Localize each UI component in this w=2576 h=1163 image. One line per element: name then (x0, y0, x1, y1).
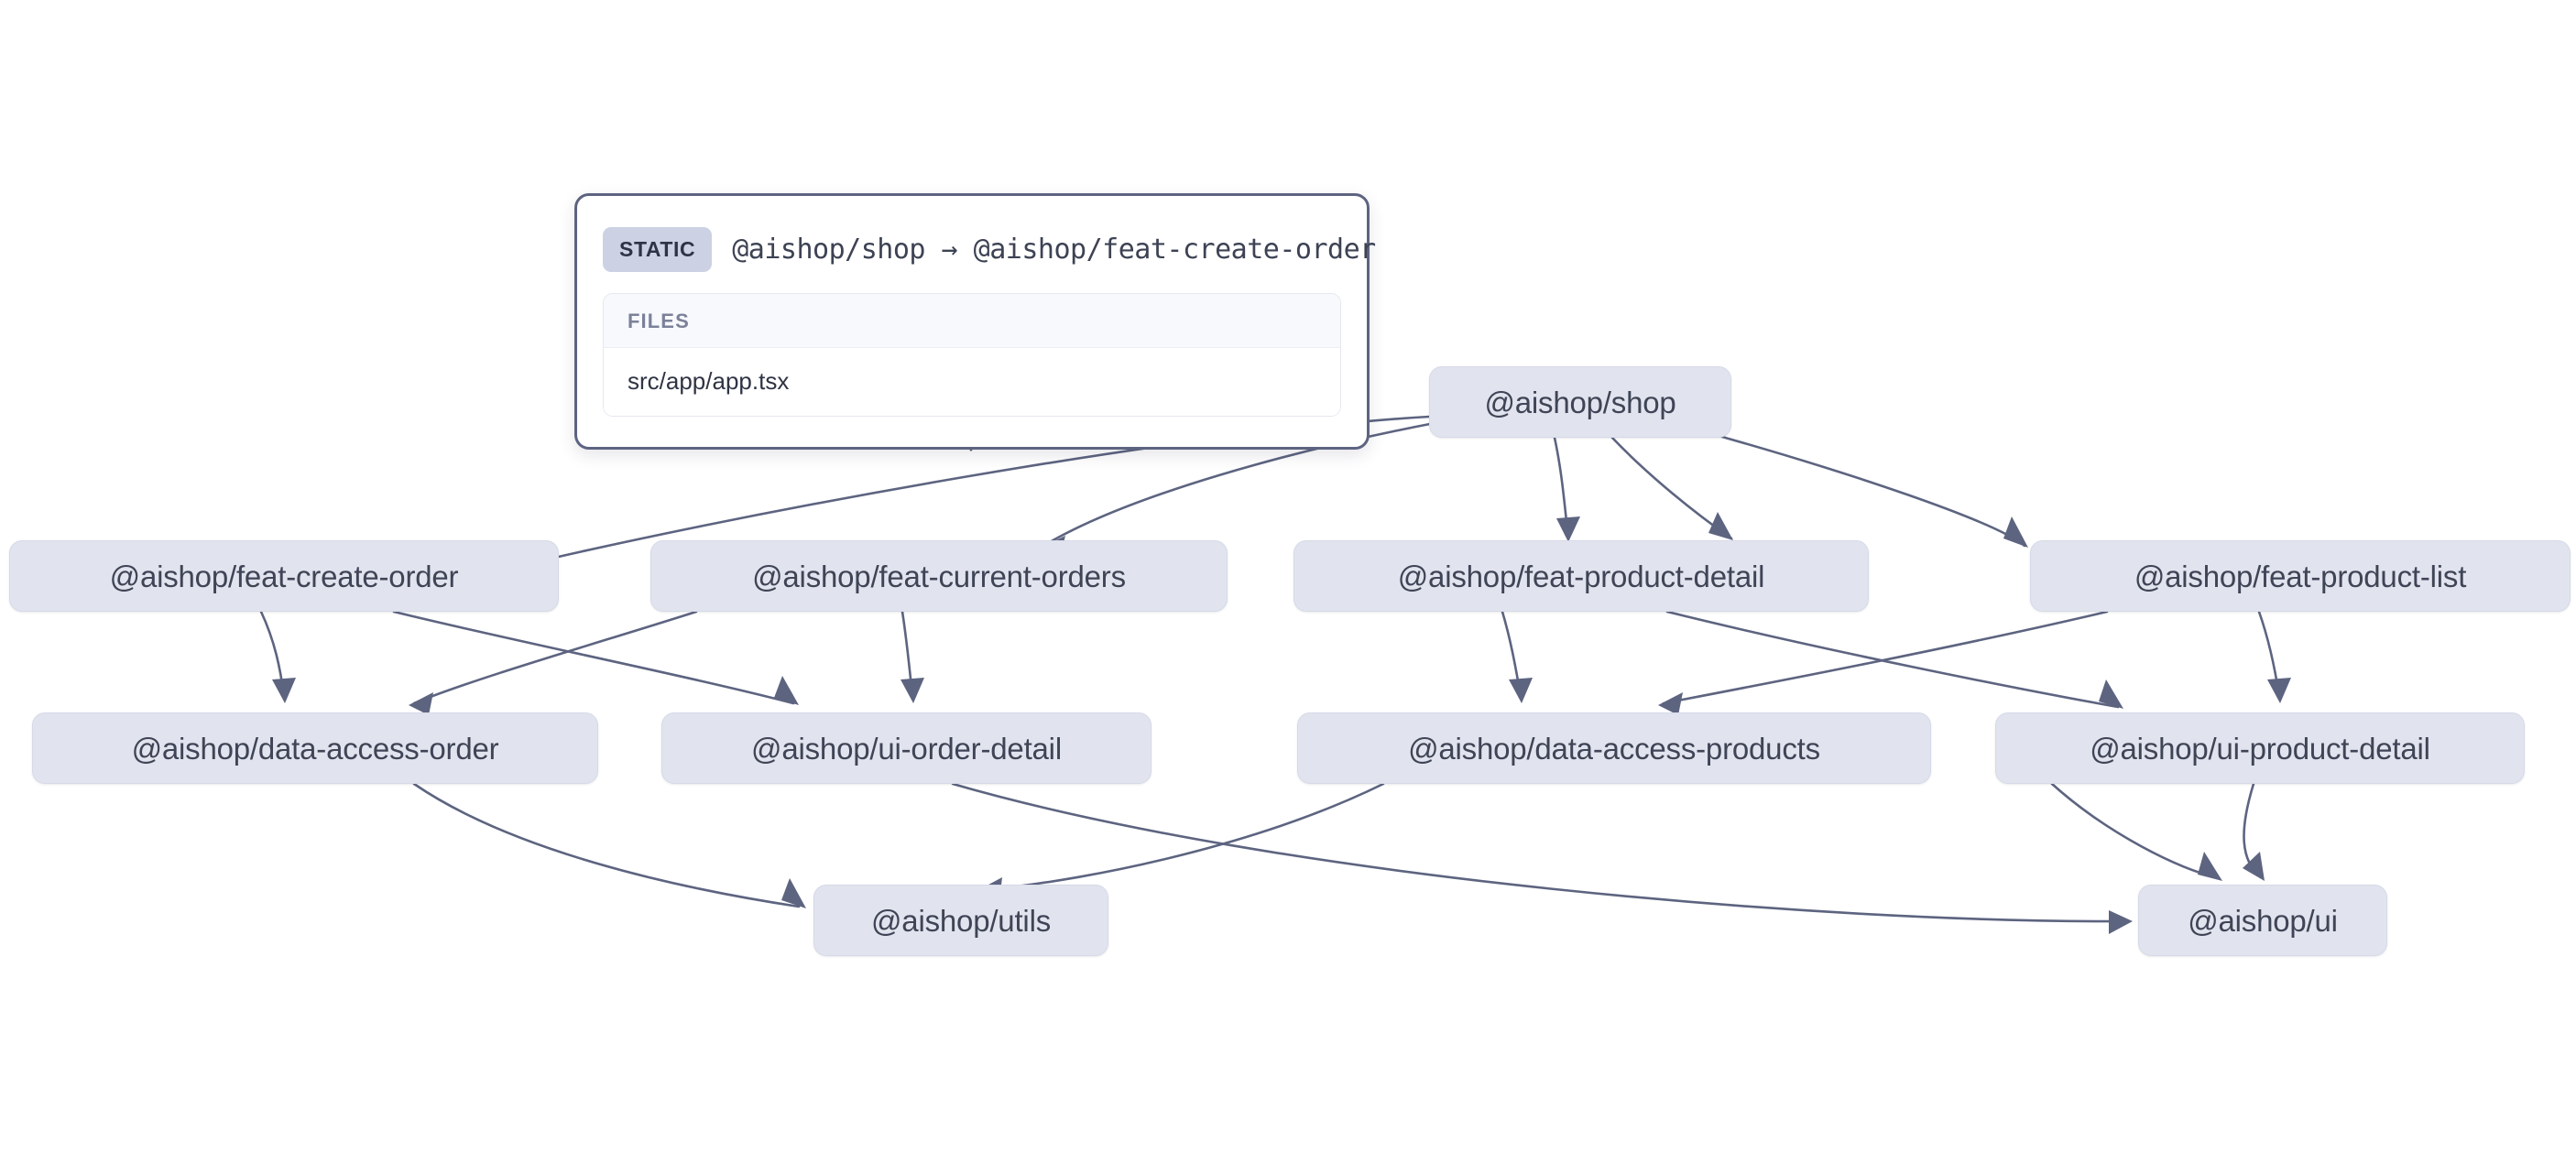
edge-detail-tooltip[interactable]: STATIC @aishop/shop → @aishop/feat-creat… (574, 193, 1376, 450)
files-panel: FILES src/app/app.tsx (603, 293, 1341, 417)
graph-node-label: @aishop/feat-product-detail (1397, 559, 1765, 593)
graph-edge-arrowhead-feat-product-detail-to-ui-product-detail (2099, 679, 2123, 709)
graph-edge-arrowhead-feat-product-detail-to-data-access-products (1509, 678, 1533, 703)
graph-node-feat-product-detail[interactable]: @aishop/feat-product-detail (1293, 540, 1869, 612)
graph-edge-shop-to-feat-product-detail-b (1610, 436, 1733, 540)
files-list: src/app/app.tsx (604, 348, 1340, 416)
graph-node-label: @aishop/feat-create-order (109, 559, 459, 593)
graph-edge-arrowhead-feat-current-orders-to-ui-order-detail (901, 678, 924, 703)
graph-edge-arrowhead-data-access-order-to-utils (781, 878, 806, 908)
graph-edge-feat-product-detail-to-ui-product-detail (1665, 610, 2120, 709)
graph-node-ui[interactable]: @aishop/ui (2138, 885, 2387, 956)
graph-node-label: @aishop/ui-order-detail (751, 731, 1062, 766)
graph-edge-arrowhead-ui-order-detail-to-ui (2109, 910, 2133, 934)
graph-node-feat-current-orders[interactable]: @aishop/feat-current-orders (650, 540, 1228, 612)
edge-type-badge: STATIC (603, 226, 713, 272)
graph-node-feat-product-list[interactable]: @aishop/feat-product-list (2030, 540, 2571, 612)
graph-node-ui-order-detail[interactable]: @aishop/ui-order-detail (661, 712, 1152, 784)
graph-edge-feat-create-order-to-ui-order-detail (392, 610, 795, 705)
graph-edge-ui-order-detail-to-ui (951, 782, 2127, 923)
graph-node-ui-product-detail[interactable]: @aishop/ui-product-detail (1995, 712, 2525, 784)
graph-edge-arrowhead-ui-product-detail-to-ui-b (2243, 852, 2265, 881)
graph-node-label: @aishop/feat-product-list (2134, 559, 2467, 593)
graph-edge-feat-current-orders-to-data-access-order (412, 610, 698, 705)
graph-node-data-access-order[interactable]: @aishop/data-access-order (32, 712, 598, 784)
graph-edge-shop-to-feat-product-detail (1553, 436, 1570, 538)
graph-edge-data-access-products-to-utils (982, 782, 1385, 892)
graph-edge-arrowhead-feat-create-order-to-data-access-order (272, 678, 296, 703)
graph-edge-arrowhead-shop-to-feat-product-detail (1556, 516, 1580, 542)
graph-edge-arrowhead-feat-product-list-to-ui-product-detail (2267, 678, 2291, 703)
graph-node-label: @aishop/ui (2188, 903, 2338, 938)
graph-node-label: @aishop/ui-product-detail (2090, 731, 2430, 766)
graph-node-data-access-products[interactable]: @aishop/data-access-products (1297, 712, 1931, 784)
graph-node-feat-create-order[interactable]: @aishop/feat-create-order (9, 540, 559, 612)
graph-edge-arrowhead-ui-product-detail-to-ui-a (2198, 852, 2222, 881)
graph-node-label: @aishop/shop (1484, 385, 1676, 419)
graph-node-shop[interactable]: @aishop/shop (1429, 366, 1731, 438)
graph-node-label: @aishop/data-access-order (131, 731, 499, 766)
graph-edge-arrowhead-shop-to-feat-product-list (2003, 516, 2028, 548)
graph-edge-data-access-order-to-utils (412, 782, 801, 908)
graph-edge-feat-product-list-to-data-access-products (1662, 610, 2109, 705)
graph-edge-feat-create-order-to-data-access-order (259, 610, 286, 698)
edge-title: @aishop/shop → @aishop/feat-create-order (732, 233, 1376, 266)
graph-edge-arrowhead-feat-create-order-to-ui-order-detail (774, 676, 799, 705)
graph-node-label: @aishop/utils (871, 903, 1051, 938)
tooltip-header: STATIC @aishop/shop → @aishop/feat-creat… (603, 220, 1376, 278)
graph-edge-ui-product-detail-to-ui-a (2050, 782, 2219, 879)
graph-edge-ui-product-detail-to-ui-b (2243, 782, 2263, 879)
graph-edge-feat-product-list-to-ui-product-detail (2257, 610, 2281, 698)
graph-edge-shop-to-feat-product-list (1697, 429, 2026, 548)
graph-node-label: @aishop/data-access-products (1408, 731, 1820, 766)
graph-node-utils[interactable]: @aishop/utils (813, 885, 1108, 956)
graph-edge-arrowhead-shop-to-feat-product-detail-b (1708, 512, 1733, 540)
graph-edge-feat-product-detail-to-data-access-products (1501, 610, 1523, 698)
graph-edge-feat-current-orders-to-ui-order-detail (901, 610, 914, 698)
files-panel-header: FILES (604, 294, 1340, 348)
file-row[interactable]: src/app/app.tsx (604, 348, 1340, 416)
graph-node-label: @aishop/feat-current-orders (752, 559, 1126, 593)
